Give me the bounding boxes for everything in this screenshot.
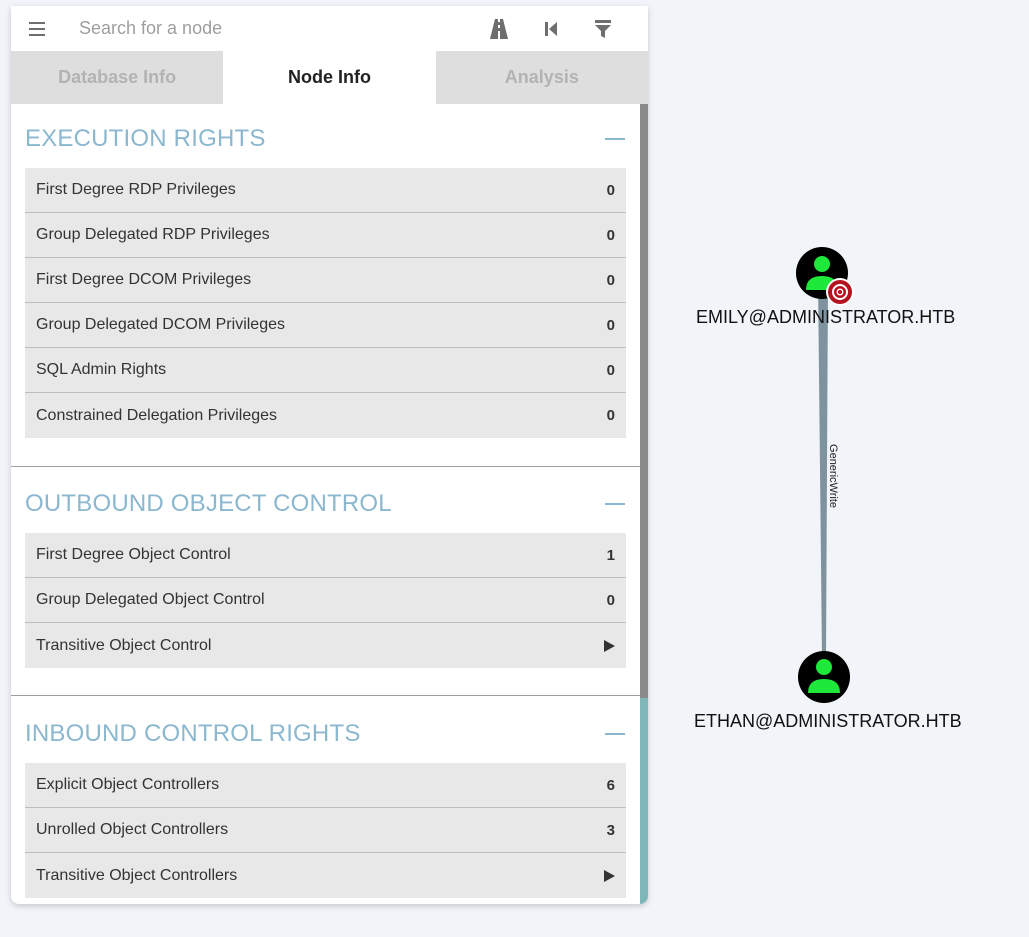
menu-button[interactable] (11, 6, 63, 51)
tab-bar: Database Info Node Info Analysis (11, 51, 648, 104)
group-delegated-rdp-row[interactable]: Group Delegated RDP Privileges 0 (25, 213, 626, 258)
node-label-emily[interactable]: EMILY@ADMINISTRATOR.HTB (696, 307, 956, 327)
section-divider (11, 466, 640, 467)
node-emily[interactable] (796, 247, 854, 306)
row-label: Transitive Object Control (36, 636, 212, 654)
row-label: Constrained Delegation Privileges (36, 406, 278, 424)
collapse-button[interactable] (604, 489, 626, 519)
node-info-content: EXECUTION RIGHTS First Degree RDP Privil… (11, 104, 640, 904)
row-count: 0 (606, 407, 615, 424)
filter-icon (595, 19, 611, 38)
row-count: 0 (606, 181, 615, 199)
tab-database-info[interactable]: Database Info (11, 51, 224, 104)
section-divider (11, 695, 640, 696)
row-count: 6 (606, 776, 615, 794)
first-degree-dcom-row[interactable]: First Degree DCOM Privileges 0 (25, 258, 626, 303)
minus-icon (605, 733, 625, 735)
first-degree-rdp-row[interactable]: First Degree RDP Privileges 0 (25, 168, 626, 213)
explicit-object-controllers-row[interactable]: Explicit Object Controllers 6 (25, 763, 626, 808)
row-label: Group Delegated DCOM Privileges (36, 316, 285, 333)
transitive-object-controllers-row[interactable]: Transitive Object Controllers (25, 853, 626, 898)
row-count: 0 (606, 591, 615, 609)
minus-icon (605, 503, 625, 505)
section-header[interactable]: OUTBOUND OBJECT CONTROL (11, 469, 640, 539)
target-icon (826, 278, 854, 306)
group-delegated-object-control-row[interactable]: Group Delegated Object Control 0 (25, 578, 626, 623)
section-title: OUTBOUND OBJECT CONTROL (25, 490, 392, 517)
tab-node-info[interactable]: Node Info (223, 51, 436, 104)
row-count: 3 (606, 821, 615, 839)
row-label: Explicit Object Controllers (36, 776, 220, 793)
group-delegated-dcom-row[interactable]: Group Delegated DCOM Privileges 0 (25, 303, 626, 348)
row-label: First Degree Object Control (36, 546, 231, 563)
row-label: Group Delegated RDP Privileges (36, 226, 270, 243)
collapse-button[interactable] (604, 719, 626, 749)
hamburger-icon (29, 20, 45, 38)
unrolled-object-controllers-row[interactable]: Unrolled Object Controllers 3 (25, 808, 626, 853)
play-icon[interactable] (604, 869, 615, 882)
section-header[interactable]: INBOUND CONTROL RIGHTS (11, 699, 640, 769)
row-count: 0 (606, 271, 615, 289)
section-title: INBOUND CONTROL RIGHTS (25, 720, 361, 747)
section-title: EXECUTION RIGHTS (25, 125, 266, 152)
row-label: Group Delegated Object Control (36, 591, 265, 608)
filter-button[interactable] (577, 6, 629, 51)
pathfinding-button[interactable] (473, 6, 525, 51)
back-button[interactable] (525, 6, 577, 51)
row-count: 0 (606, 361, 615, 379)
row-label: First Degree DCOM Privileges (36, 271, 252, 288)
sql-admin-rights-row[interactable]: SQL Admin Rights 0 (25, 348, 626, 393)
step-back-icon (545, 21, 557, 36)
transitive-object-control-row[interactable]: Transitive Object Control (25, 623, 626, 668)
section-header[interactable]: EXECUTION RIGHTS (11, 104, 640, 174)
row-label: Unrolled Object Controllers (36, 821, 229, 838)
user-icon (808, 659, 840, 693)
scrollbar-thumb[interactable] (640, 104, 648, 698)
edge-genericwrite[interactable] (818, 280, 828, 658)
node-ethan[interactable] (798, 651, 850, 703)
row-label: Transitive Object Controllers (36, 866, 238, 884)
play-icon[interactable] (604, 639, 615, 652)
minus-icon (605, 138, 625, 140)
row-label: First Degree RDP Privileges (36, 181, 236, 198)
constrained-delegation-row[interactable]: Constrained Delegation Privileges 0 (25, 393, 626, 438)
node-info-panel: Database Info Node Info Analysis EXECUTI… (11, 6, 648, 904)
row-count: 1 (606, 546, 615, 564)
search-bar (11, 6, 648, 51)
row-label: SQL Admin Rights (36, 361, 167, 378)
search-input[interactable] (63, 13, 473, 44)
collapse-button[interactable] (604, 124, 626, 154)
tab-analysis[interactable]: Analysis (435, 51, 648, 104)
node-label-ethan[interactable]: ETHAN@ADMINISTRATOR.HTB (694, 711, 962, 731)
row-count: 0 (606, 316, 615, 334)
edge-label: GenericWrite (827, 444, 839, 508)
first-degree-object-control-row[interactable]: First Degree Object Control 1 (25, 533, 626, 578)
road-icon (490, 18, 508, 39)
row-count: 0 (606, 226, 615, 244)
